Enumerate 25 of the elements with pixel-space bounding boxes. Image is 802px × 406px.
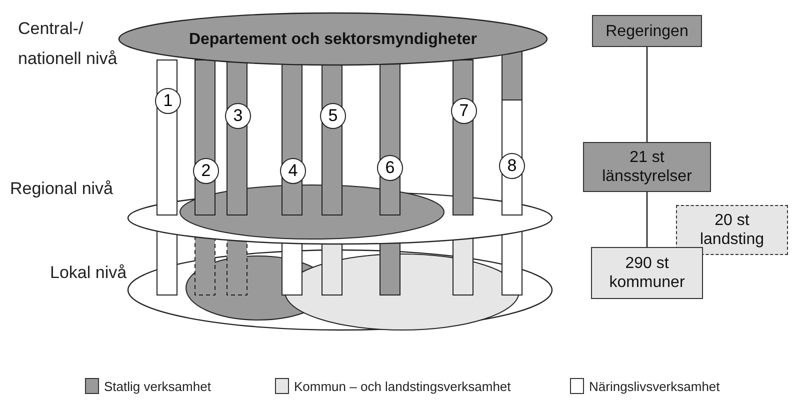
connector-line: [646, 47, 648, 142]
municipality-box: [591, 247, 703, 299]
legend-text: Kommun – och landstingsverksamhet: [294, 378, 511, 394]
legend-text: Näringslivsverksamhet: [589, 378, 720, 394]
county-council-box: [676, 205, 788, 255]
legend-text: Statlig verksamhet: [104, 378, 211, 394]
box-text: Regeringen: [606, 22, 688, 40]
callout-number: 1: [155, 88, 181, 114]
level-label: Regional nivå: [10, 178, 114, 200]
box-text: 290 st kommuner: [608, 254, 686, 292]
connector-line: [646, 192, 648, 247]
callout-number: 6: [377, 155, 403, 181]
box-text: 20 st landsting: [698, 211, 766, 249]
callout-number: 3: [225, 103, 251, 129]
callout-number: 4: [280, 158, 306, 184]
agency-box: [583, 142, 711, 192]
level-label: Lokal nivå: [50, 262, 127, 284]
callout-number: 2: [193, 158, 219, 184]
level-label: Central-/ nationell nivå: [18, 18, 118, 70]
callout-number: 7: [451, 98, 477, 124]
box-text: 21 st länsstyrelser: [602, 148, 692, 186]
plate-title: Departement och sektorsmyndigheter: [188, 30, 478, 48]
callout-number: 8: [499, 153, 525, 179]
callout-number: 5: [320, 103, 346, 129]
government-box: [592, 15, 702, 47]
